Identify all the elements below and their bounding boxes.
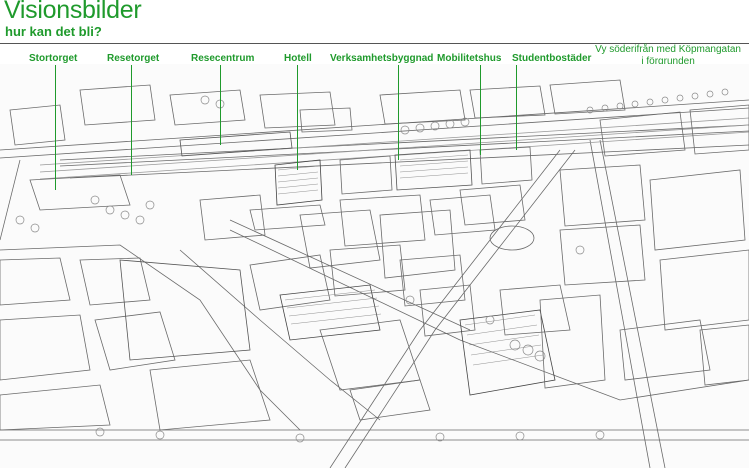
label-resetorget: Resetorget xyxy=(107,53,160,64)
leader-hotell xyxy=(297,65,298,170)
view-caption: Vy söderifrån med Köpmangatan i förgrund… xyxy=(595,44,741,68)
leader-resecentrum xyxy=(220,65,221,145)
label-hotell: Hotell xyxy=(284,53,312,64)
header-rule xyxy=(0,43,749,44)
caption-line-1: Vy söderifrån med Köpmangatan xyxy=(595,44,741,55)
page-subtitle: hur kan det bli? xyxy=(5,24,102,39)
leader-resetorget xyxy=(131,65,132,175)
leader-studentbostader xyxy=(516,65,517,150)
label-stortorget: Stortorget xyxy=(29,53,78,64)
label-mobilitetshus: Mobilitetshus xyxy=(437,53,502,64)
page-title: Visionsbilder xyxy=(4,0,142,24)
leader-stortorget xyxy=(55,65,56,190)
caption-line-2: i förgrunden xyxy=(641,56,695,67)
label-resecentrum: Resecentrum xyxy=(191,53,255,64)
leader-verksamhetsbyggnad xyxy=(398,65,399,160)
leader-mobilitetshus xyxy=(480,65,481,155)
label-verksamhetsbyggnad: Verksamhetsbyggnad xyxy=(330,53,434,64)
aerial-city-sketch xyxy=(0,64,749,468)
label-studentbostader: Studentbostäder xyxy=(512,53,592,64)
